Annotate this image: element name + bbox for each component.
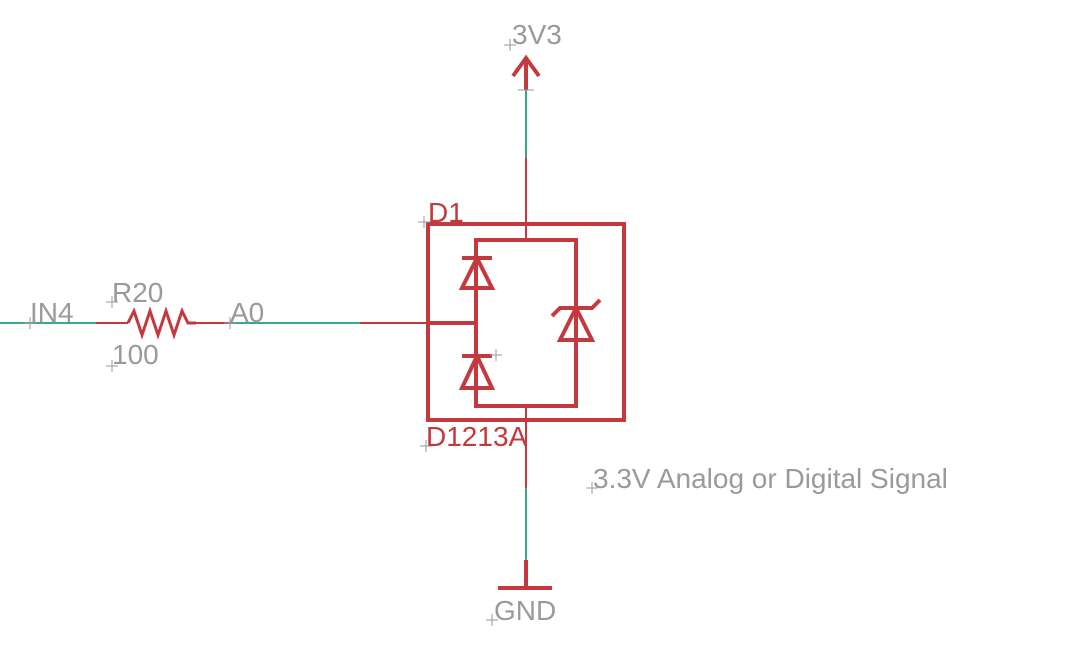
resistor-name: R20 <box>112 277 163 308</box>
ground-symbol <box>498 560 552 590</box>
diode-part: D1213A <box>426 421 528 452</box>
input-net-label: IN4 <box>30 297 74 328</box>
resistor-symbol[interactable] <box>96 306 228 340</box>
resistor-value: 100 <box>112 339 159 370</box>
signal-note: 3.3V Analog or Digital Signal <box>593 463 948 494</box>
a0-net-label: A0 <box>230 297 264 328</box>
ground-label: GND <box>494 595 556 626</box>
diode-package[interactable] <box>426 222 626 422</box>
supply-label: 3V3 <box>512 19 562 50</box>
diode-name: D1 <box>428 197 464 228</box>
